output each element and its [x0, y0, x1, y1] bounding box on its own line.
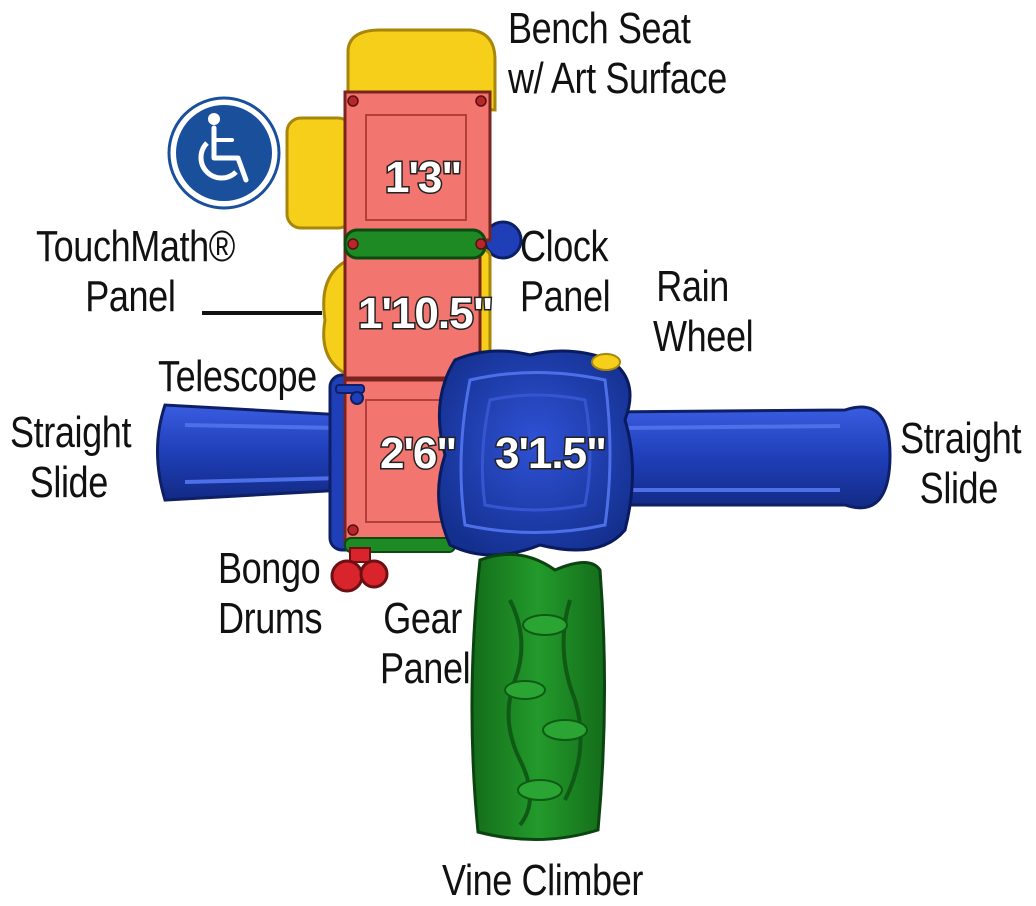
deck-2-height: 1'10.5" [358, 289, 492, 338]
deck-1-height: 1'3" [385, 153, 461, 202]
bench-seat [346, 28, 497, 112]
telescope [335, 384, 365, 405]
wheelchair-icon [167, 96, 281, 210]
label-rain-wheel: Rain Wheel [653, 262, 754, 361]
touchmath-panel [322, 257, 350, 378]
bongo-drums [330, 547, 389, 593]
label-telescope: Telescope [158, 352, 317, 401]
label-straight-slide-left: Straight Slide [10, 408, 132, 507]
label-bongo-drums: Bongo Drums [218, 544, 323, 643]
side-panel-yellow [285, 116, 354, 230]
label-bench-seat: Bench Seat w/ Art Surface [508, 4, 727, 103]
straight-slide-right [598, 405, 892, 510]
step-connector [343, 228, 487, 260]
label-gear-panel: Gear Panel [380, 594, 471, 693]
label-clock-panel: Clock Panel [520, 222, 611, 321]
deck-3-height: 2'6" [380, 429, 456, 478]
vine-climber [470, 552, 607, 841]
label-touchmath-panel: TouchMath® Panel [36, 222, 235, 321]
straight-slide-left [156, 403, 347, 502]
deck-4-height: 3'1.5" [495, 429, 606, 478]
rain-wheel [591, 353, 621, 371]
label-straight-slide-right: Straight Slide [900, 414, 1022, 513]
label-vine-climber: Vine Climber [442, 856, 643, 905]
